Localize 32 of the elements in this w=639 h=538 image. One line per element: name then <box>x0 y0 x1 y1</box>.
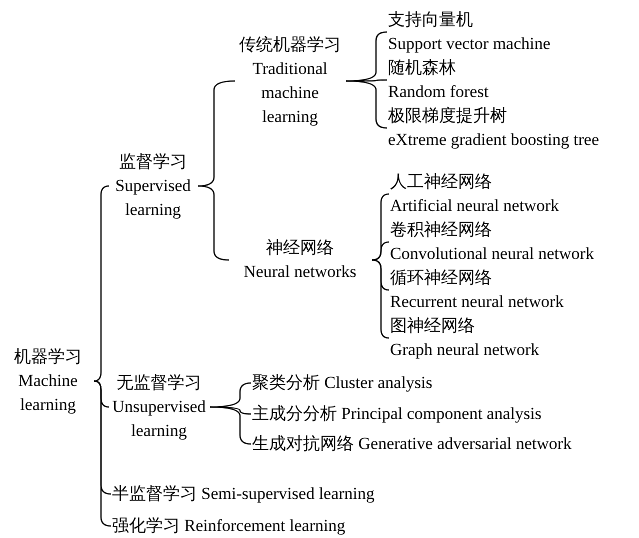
term-label: Neural networks <box>242 261 358 283</box>
term-label: 支持向量机 <box>388 9 474 31</box>
term-label: 神经网络 <box>265 237 335 259</box>
term-label: Machine learning <box>17 370 79 416</box>
term-label: 卷积神经网络 <box>390 219 493 241</box>
term-label: Unsupervised learning <box>111 396 207 442</box>
brace-connector <box>372 241 390 261</box>
term-label: Convolutional neural network <box>390 243 594 265</box>
term-label: 聚类分析 Cluster analysis <box>252 372 432 394</box>
term-label: 无监督学习 <box>116 372 202 394</box>
term-label: 传统机器学习 <box>238 34 342 56</box>
term-label: 极限梯度提升树 <box>388 105 508 127</box>
term-label: Artificial neural network <box>390 195 559 217</box>
term-label: 主成分分析 Principal component analysis <box>252 403 542 425</box>
term-label: 监督学习 <box>118 151 188 173</box>
term-label: 图神经网络 <box>390 315 476 337</box>
brace-connector <box>198 185 230 261</box>
term-label: 生成对抗网络 Generative adversarial network <box>252 433 572 455</box>
term-label: 半监督学习 Semi-supervised learning <box>112 483 375 505</box>
term-label: Supervised learning <box>114 175 192 221</box>
term-label: 人工神经网络 <box>390 171 493 193</box>
term-label: eXtreme gradient boosting tree <box>388 129 600 151</box>
brace-connector <box>198 80 236 187</box>
term-label: Graph neural network <box>390 339 540 361</box>
term-label: 机器学习 <box>13 346 83 368</box>
term-label: 随机森林 <box>388 57 457 79</box>
term-label: Random forest <box>388 81 489 103</box>
term-label: 循环神经网络 <box>390 267 493 289</box>
term-label: Traditional machine learning <box>252 58 328 128</box>
term-label: Recurrent neural network <box>390 291 564 313</box>
term-label: Support vector machine <box>388 33 550 55</box>
term-label: 强化学习 Reinforcement learning <box>112 515 346 537</box>
